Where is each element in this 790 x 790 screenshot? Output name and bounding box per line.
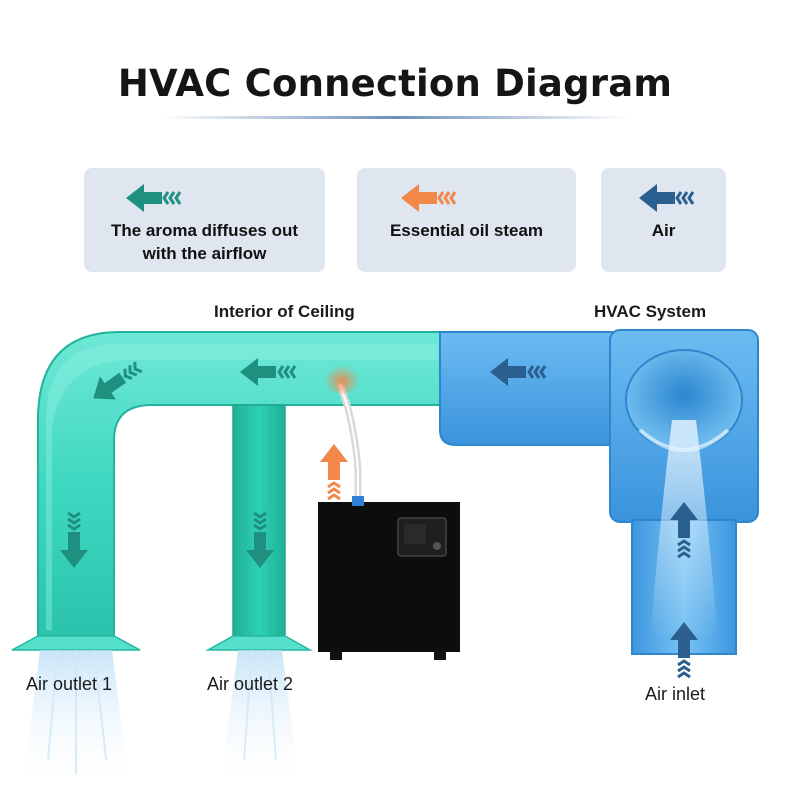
- legend-oil-steam-text: Essential oil steam: [389, 221, 544, 240]
- orange-up-arrow: [320, 444, 348, 501]
- teal-arrow-icon: [126, 184, 182, 212]
- legend-aroma-line2: with the airflow: [142, 244, 267, 263]
- legend-air-text: Air: [651, 221, 676, 240]
- air-outlet-1-label: Air outlet 1: [26, 674, 113, 694]
- legend-air: Air: [601, 168, 726, 272]
- title-underline: [160, 116, 630, 119]
- legend-oil-steam: Essential oil steam: [357, 168, 576, 272]
- ceiling-label: Interior of Ceiling: [214, 302, 355, 321]
- blue-flow-arrows: [490, 358, 698, 679]
- outlet2-diffuser: [205, 635, 313, 651]
- air-inlet-label: Air inlet: [645, 684, 706, 704]
- teal-flow-arrows: [60, 358, 297, 568]
- blue-duct-connector: [439, 331, 613, 446]
- teal-duct-outlet2: [232, 404, 286, 637]
- outlet1-diffuser: [11, 635, 141, 651]
- orange-arrow-icon: [401, 184, 457, 212]
- hvac-system-label: HVAC System: [594, 302, 707, 321]
- air-outlet-2-label: Air outlet 2: [207, 674, 294, 694]
- legend-aroma: The aroma diffuses out with the airflow: [84, 168, 325, 272]
- blue-arrow-icon: [639, 184, 695, 212]
- diagram-title: HVAC Connection Diagram: [117, 62, 673, 105]
- legend-aroma-line1: The aroma diffuses out: [110, 221, 299, 240]
